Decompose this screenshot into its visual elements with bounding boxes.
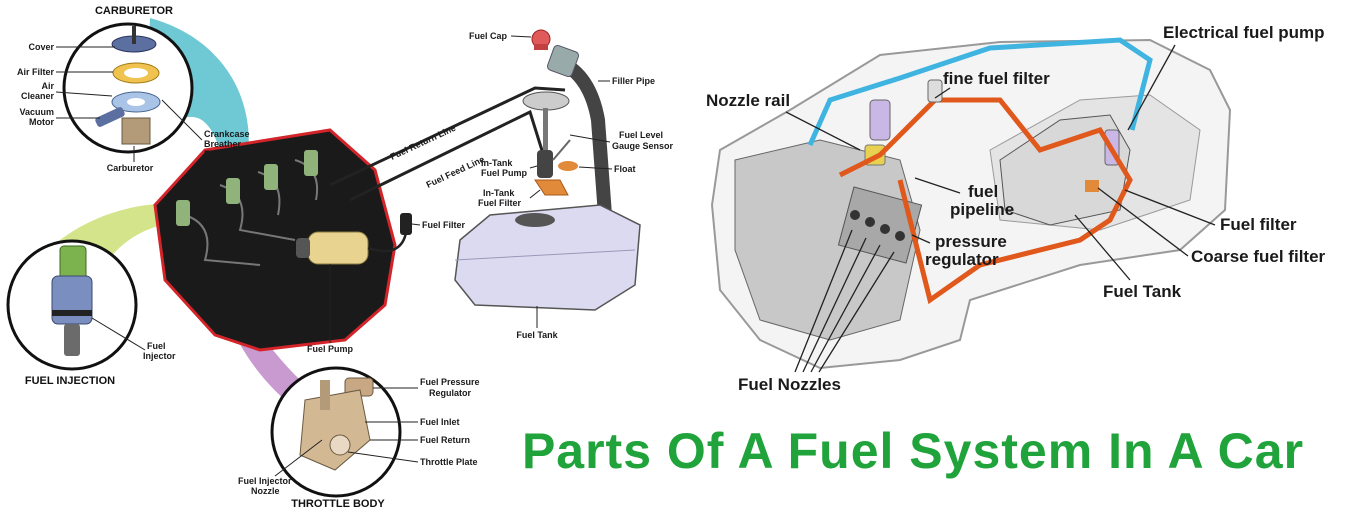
in-tank-filter-label-2: Fuel Filter <box>478 198 522 208</box>
in-tank-filter-label-1: In-Tank <box>483 188 515 198</box>
throttle-body-header: THROTTLE BODY <box>291 498 385 510</box>
cover-label: Cover <box>28 42 54 52</box>
fuel-return-line-label: Fuel Return Line <box>389 123 458 162</box>
fuel-injector-label-1: Fuel <box>147 341 166 351</box>
in-tank-pump-label-1: In-Tank <box>481 158 513 168</box>
throttle-plate-label: Throttle Plate <box>420 457 478 467</box>
coarse-fuel-filter-label: Coarse fuel filter <box>1191 247 1326 266</box>
fuel-cap-shape <box>532 30 550 50</box>
fuel-pump-label: Fuel Pump <box>307 344 354 354</box>
fuel-tank-right-label: Fuel Tank <box>1103 282 1182 301</box>
electrical-fuel-pump-label: Electrical fuel pump <box>1163 23 1325 42</box>
fuel-level-sensor-label-1: Fuel Level <box>619 130 663 140</box>
fuel-inlet-label: Fuel Inlet <box>420 417 460 427</box>
filler-pipe-label: Filler Pipe <box>612 76 655 86</box>
fuel-nozzles-label: Fuel Nozzles <box>738 375 841 394</box>
nozzle-rail-label: Nozzle rail <box>706 91 790 110</box>
pressure-regulator-right-label-2: regulator <box>925 250 999 269</box>
sending-unit <box>523 92 578 195</box>
fine-fuel-filter-label: fine fuel filter <box>943 69 1050 88</box>
fuel-pipeline-label-2: pipeline <box>950 200 1014 219</box>
fuel-injector-label-2: Injector <box>143 351 176 361</box>
fuel-filter-shape <box>400 213 412 235</box>
pressure-regulator-label-1: Fuel Pressure <box>420 377 480 387</box>
crankcase-label-3: Element <box>204 149 239 159</box>
in-tank-pump-label-2: Fuel Pump <box>481 168 528 178</box>
float-label: Float <box>614 164 636 174</box>
fuel-filter-label: Fuel Filter <box>422 220 466 230</box>
carburetor-label: Carburetor <box>107 163 154 173</box>
fuel-level-sensor-label-2: Gauge Sensor <box>612 141 674 151</box>
air-cleaner-label-2: Cleaner <box>21 91 55 101</box>
pressure-regulator-label-2: Regulator <box>429 388 472 398</box>
injector-nozzle-label-2: Nozzle <box>251 486 280 496</box>
page-title: Parts Of A Fuel System In A Car <box>522 423 1304 479</box>
carburetor-header: CARBURETOR <box>95 5 173 17</box>
fuel-cap-label: Fuel Cap <box>469 31 508 41</box>
pressure-regulator-right-label-1: pressure <box>935 232 1007 251</box>
fuel-tank-label: Fuel Tank <box>516 330 558 340</box>
fuel-return-label: Fuel Return <box>420 435 470 445</box>
vacuum-motor-label-2: Motor <box>29 117 54 127</box>
fuel-injection-header: FUEL INJECTION <box>25 375 115 387</box>
fuel-pipeline-label-1: fuel <box>968 182 998 201</box>
crankcase-label-1: Crankcase <box>204 129 250 139</box>
injector-nozzle-label-1: Fuel Injector <box>238 476 292 486</box>
fuel-injection-inset <box>8 241 136 369</box>
vacuum-motor-label-1: Vacuum <box>19 107 54 117</box>
carburetor-inset <box>64 24 192 152</box>
engine-block <box>155 130 395 350</box>
fuel-tank-shape <box>455 205 640 310</box>
right-diagram: Electrical fuel pump Nozzle rail fine fu… <box>706 23 1326 394</box>
air-filter-label: Air Filter <box>17 67 55 77</box>
crankcase-label-2: Breather <box>204 139 242 149</box>
fuel-filter-right-label: Fuel filter <box>1220 215 1297 234</box>
air-cleaner-label-1: Air <box>41 81 54 91</box>
